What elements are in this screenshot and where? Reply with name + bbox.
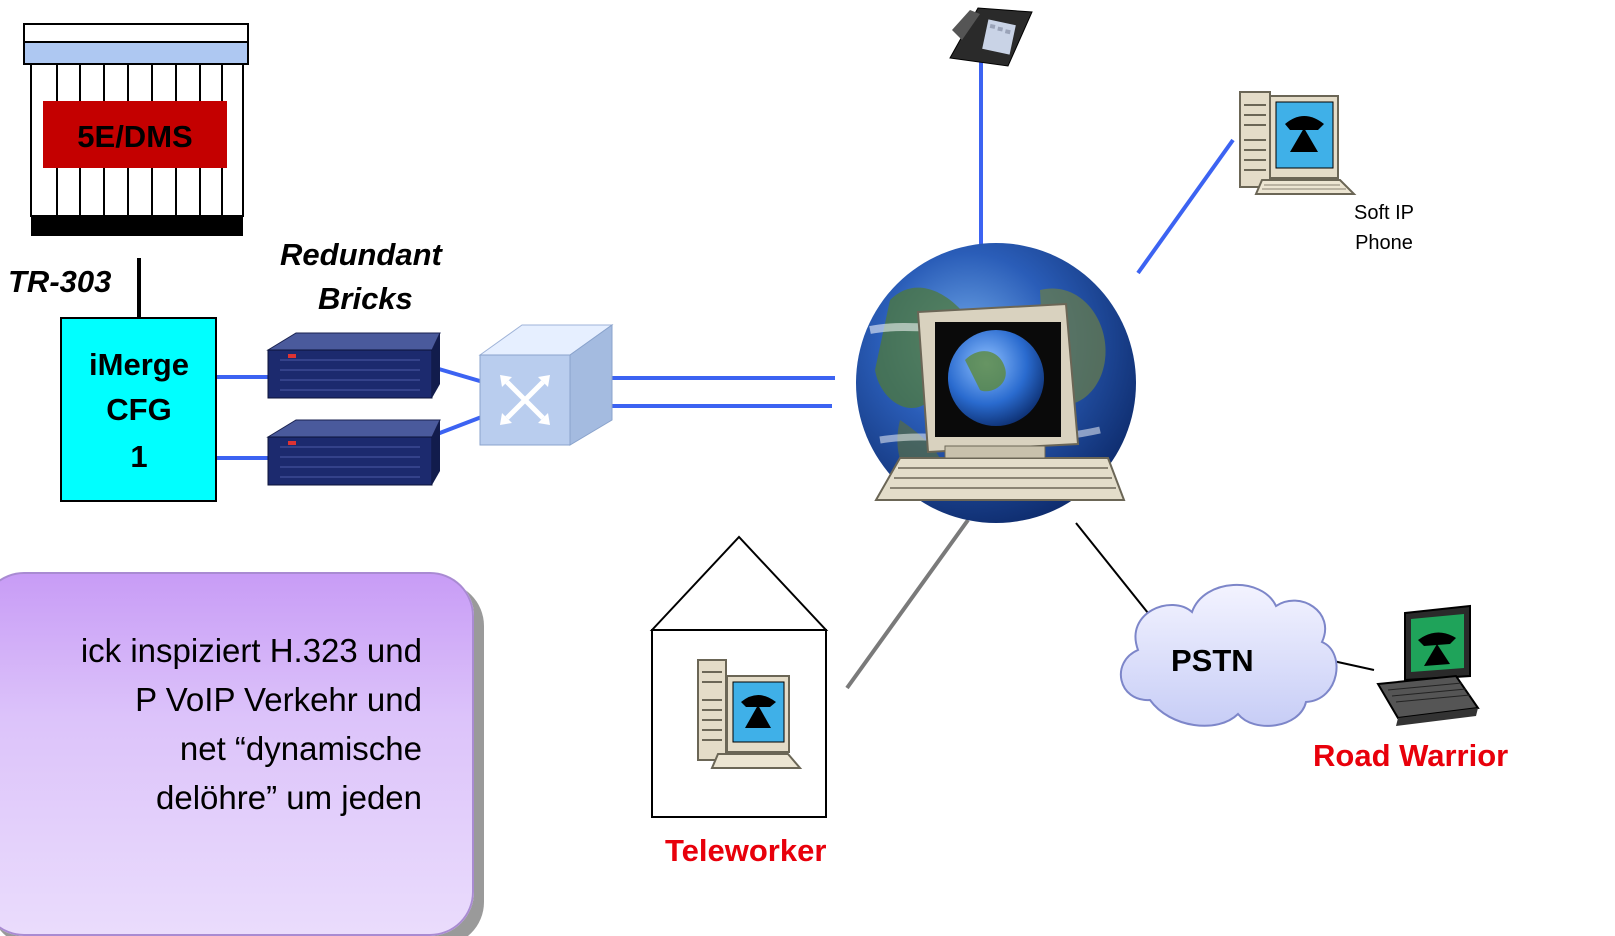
network-diagram: 5E/DMS iMerge CFG 1 [23, 7, 1480, 818]
telephone-switch-icon [23, 23, 249, 236]
desktop-computer-icon [874, 302, 1126, 501]
desktop-computer-icon [1239, 91, 1357, 195]
callout-line-3: net “dynamische [179, 730, 422, 767]
imerge-label-line-1: iMerge [89, 347, 189, 382]
link-softphone-globe [1136, 138, 1235, 275]
cloud-icon [1120, 584, 1338, 727]
soft-ip-phone-label-line-2: Phone [1355, 232, 1413, 254]
imerge-label-line-3: 1 [130, 439, 147, 474]
teleworker-label: Teleworker [665, 833, 827, 868]
callout-box: ick inspiziert H.323 und P VoIP Verkehr … [0, 572, 474, 936]
link-globe-pstn [1075, 522, 1149, 614]
link-globe-teleworker [845, 518, 970, 690]
switch-label: 5E/DMS [77, 119, 192, 154]
imerge-gateway-icon [60, 317, 217, 502]
pstn-label: PSTN [1171, 643, 1254, 678]
firewall-brick-icon [266, 332, 441, 399]
redundant-bricks-label-line-1: Redundant [280, 237, 442, 272]
soft-ip-phone-label-line-1: Soft IP [1353, 202, 1415, 224]
redundant-bricks-label-line-2: Bricks [318, 281, 413, 316]
callout-line-2: P VoIP Verkehr und [135, 681, 422, 718]
callout-text: ick inspiziert H.323 und P VoIP Verkehr … [0, 626, 472, 822]
network-switch-icon [478, 324, 614, 446]
callout-line-1: ick inspiziert H.323 und [80, 632, 422, 669]
imerge-label-line-2: CFG [106, 392, 171, 427]
firewall-brick-icon [266, 419, 441, 486]
laptop-icon [1376, 604, 1480, 726]
desktop-computer-icon [697, 659, 803, 769]
desk-phone-icon [949, 7, 1033, 67]
callout-line-4: delöhre” um jeden [156, 779, 422, 816]
road-warrior-label: Road Warrior [1313, 738, 1509, 773]
tr303-label: TR-303 [8, 264, 112, 299]
